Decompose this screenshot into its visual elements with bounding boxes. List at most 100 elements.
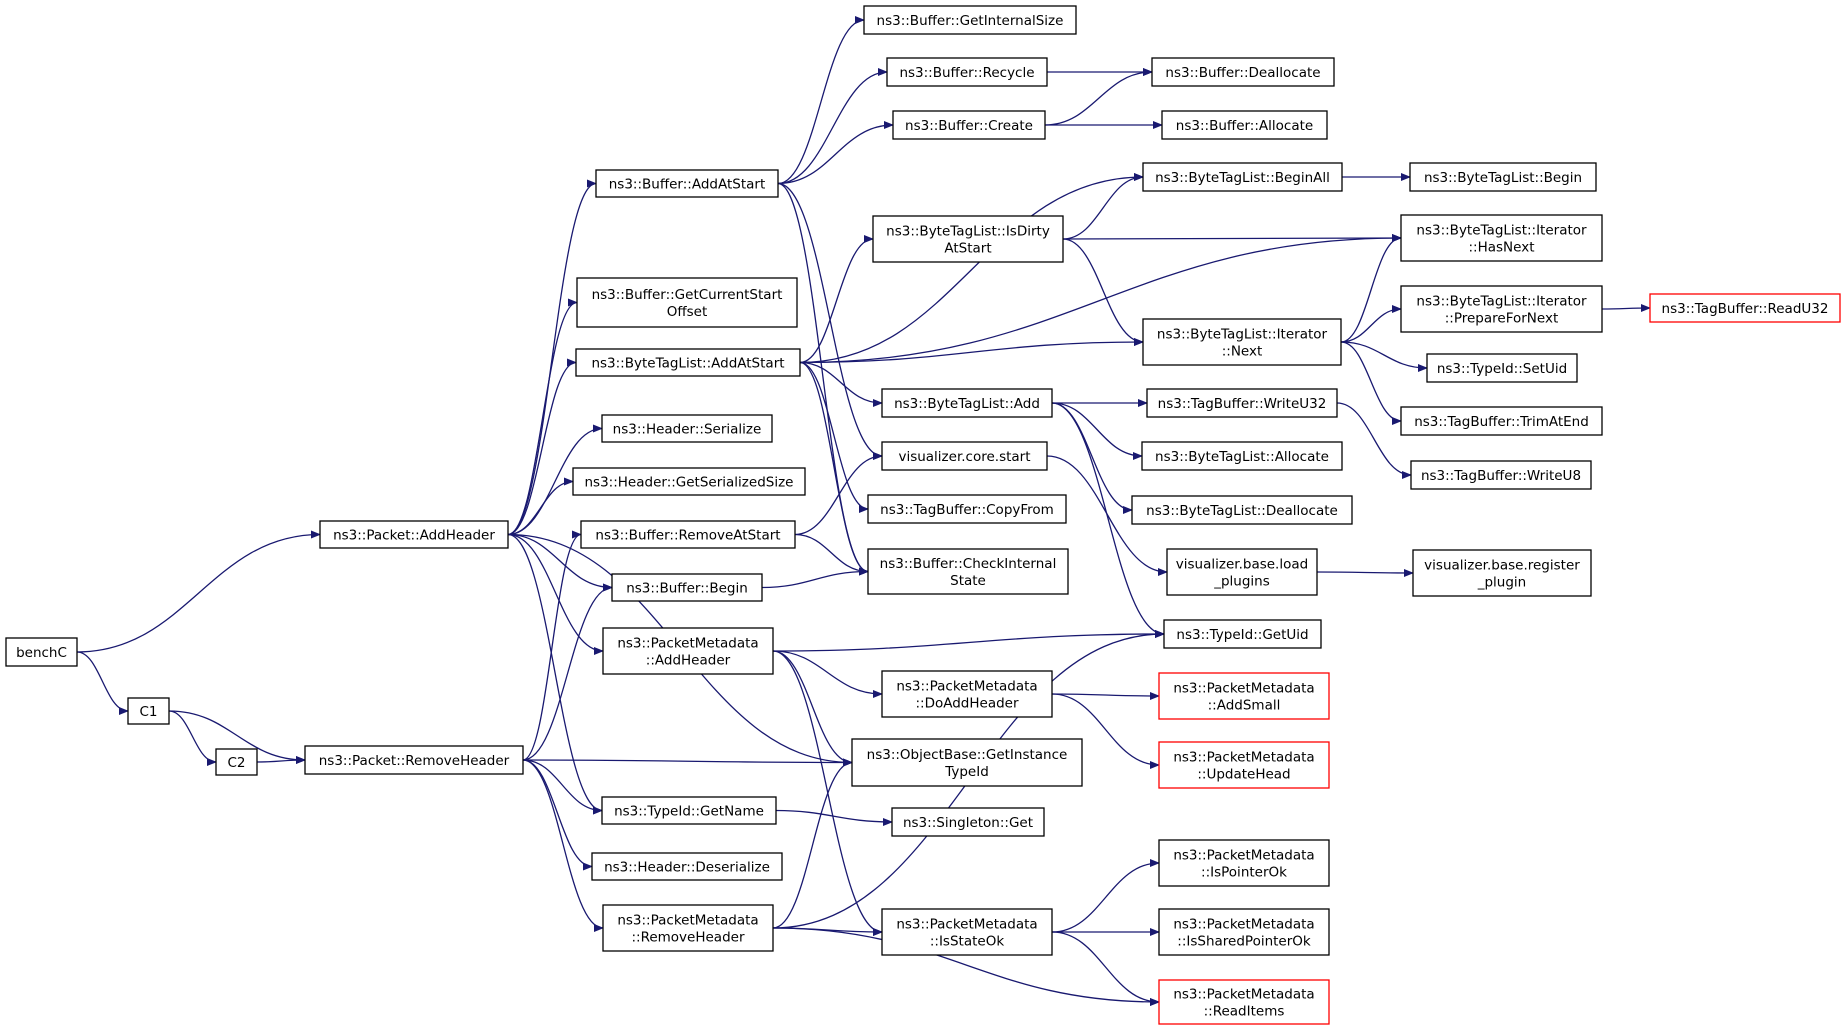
node-label-tagbuffer_copyfrom-0: ns3::TagBuffer::CopyFrom (880, 502, 1054, 518)
node-label-packetmetadata_doaddheader-0: ns3::PacketMetadata (896, 679, 1037, 695)
node-label-bytetaglist_iterator_preparefornext-1: ::PrepareForNext (1445, 311, 1559, 327)
node-label-visualizer_base_load_plugins-1: _plugins (1213, 574, 1270, 590)
edge-c2-to-packet_removeheader (256, 756, 306, 765)
node-bytetaglist_begin[interactable]: ns3::ByteTagList::Begin (1409, 162, 1597, 192)
node-box-visualizer_core_start (881, 441, 1048, 471)
node-buffer_create[interactable]: ns3::Buffer::Create (892, 110, 1046, 140)
edge-packet_addheader-to-buffer_begin (507, 533, 613, 592)
node-bytetaglist_iterator_preparefornext[interactable]: ns3::ByteTagList::Iterator::PrepareForNe… (1400, 285, 1603, 333)
node-label-bytetaglist_addatstart-0: ns3::ByteTagList::AddAtStart (591, 356, 784, 372)
node-box-tagbuffer_writeu32 (1146, 388, 1338, 418)
node-label-buffer_getinternalsize-0: ns3::Buffer::GetInternalSize (877, 13, 1064, 29)
edge-packet_addheader-to-packetmetadata_addheader (507, 533, 604, 655)
node-buffer_allocate[interactable]: ns3::Buffer::Allocate (1161, 110, 1328, 140)
node-box-tagbuffer_writeu8 (1410, 460, 1592, 490)
edge-bytetaglist_addatstart-to-bytetaglist_iterator_next (799, 338, 1144, 364)
node-bytetaglist_deallocate[interactable]: ns3::ByteTagList::Deallocate (1131, 495, 1353, 525)
node-bytetaglist_allocate[interactable]: ns3::ByteTagList::Allocate (1141, 441, 1343, 471)
edge-packetmetadata_doaddheader-to-packetmetadata_addsmall (1051, 691, 1160, 700)
node-bytetaglist_iterator_hasnext[interactable]: ns3::ByteTagList::Iterator::HasNext (1400, 214, 1603, 262)
node-bytetaglist_iterator_next[interactable]: ns3::ByteTagList::Iterator::Next (1142, 318, 1342, 366)
node-label-packetmetadata_isstateok-0: ns3::PacketMetadata (896, 917, 1037, 933)
node-header_getserializedsize[interactable]: ns3::Header::GetSerializedSize (572, 467, 806, 496)
node-typeid_getuid[interactable]: ns3::TypeId::GetUid (1163, 619, 1322, 649)
node-label-header_serialize-0: ns3::Header::Serialize (613, 422, 762, 438)
edge-c1-to-c2 (168, 710, 217, 766)
edge-benchC-to-c1 (76, 651, 129, 715)
node-packetmetadata_addsmall[interactable]: ns3::PacketMetadata::AddSmall (1158, 672, 1330, 720)
node-label-bytetaglist_begin-0: ns3::ByteTagList::Begin (1424, 170, 1582, 186)
node-buffer_addatstart[interactable]: ns3::Buffer::AddAtStart (595, 169, 779, 198)
node-header_deserialize[interactable]: ns3::Header::Deserialize (591, 852, 783, 881)
node-packetmetadata_addheader[interactable]: ns3::PacketMetadata::AddHeader (602, 627, 774, 675)
node-tagbuffer_readu32[interactable]: ns3::TagBuffer::ReadU32 (1649, 293, 1841, 323)
node-box-singleton_get (891, 807, 1045, 837)
node-label-packetmetadata_removeheader-1: ::RemoveHeader (631, 930, 744, 946)
node-label-packetmetadata_ispointerok-0: ns3::PacketMetadata (1173, 848, 1314, 864)
node-buffer_getinternalsize[interactable]: ns3::Buffer::GetInternalSize (863, 5, 1077, 35)
edge-packet_addheader-to-buffer_getcurrentstartoffset (507, 298, 578, 536)
node-label-buffer_allocate-0: ns3::Buffer::Allocate (1176, 118, 1313, 134)
edge-bytetaglist_isdirtyatstart-to-bytetaglist_iterator_hasnext (1062, 234, 1402, 243)
node-visualizer_base_load_plugins[interactable]: visualizer.base.load_plugins (1166, 548, 1318, 596)
edge-packet_addheader-to-header_getserializedsize (507, 477, 574, 536)
edge-visualizer_core_start-to-visualizer_base_load_plugins (1046, 455, 1168, 576)
edge-bytetaglist_addatstart-to-bytetaglist_isdirtyatstart (799, 235, 874, 364)
edge-packet_addheader-to-typeid_getname (507, 533, 603, 815)
node-packetmetadata_doaddheader[interactable]: ns3::PacketMetadata::DoAddHeader (881, 670, 1053, 718)
node-label-visualizer_base_register_plugin-0: visualizer.base.register (1424, 558, 1580, 574)
node-packetmetadata_removeheader[interactable]: ns3::PacketMetadata::RemoveHeader (602, 904, 774, 952)
edge-packet_removeheader-to-typeid_getname (522, 759, 603, 815)
node-packetmetadata_issharedpointerok[interactable]: ns3::PacketMetadata::IsSharedPointerOk (1158, 908, 1330, 956)
node-label-bytetaglist_isdirtyatstart-1: AtStart (944, 241, 991, 257)
node-packet_addheader[interactable]: ns3::Packet::AddHeader (319, 520, 509, 549)
node-buffer_deallocate[interactable]: ns3::Buffer::Deallocate (1151, 57, 1335, 87)
node-singleton_get[interactable]: ns3::Singleton::Get (891, 807, 1045, 837)
node-bytetaglist_beginall[interactable]: ns3::ByteTagList::BeginAll (1142, 162, 1343, 192)
node-c2[interactable]: C2 (215, 748, 258, 776)
node-tagbuffer_writeu32[interactable]: ns3::TagBuffer::WriteU32 (1146, 388, 1338, 418)
node-label-packetmetadata_addheader-1: ::AddHeader (646, 653, 731, 669)
node-label-bytetaglist_beginall-0: ns3::ByteTagList::BeginAll (1155, 170, 1330, 186)
node-visualizer_core_start[interactable]: visualizer.core.start (881, 441, 1048, 471)
node-tagbuffer_copyfrom[interactable]: ns3::TagBuffer::CopyFrom (867, 494, 1067, 524)
node-label-visualizer_base_load_plugins-0: visualizer.base.load (1176, 557, 1308, 573)
edge-bytetaglist_add-to-typeid_getuid (1051, 402, 1165, 638)
node-benchC[interactable]: benchC (5, 637, 78, 667)
node-buffer_removeatstart[interactable]: ns3::Buffer::RemoveAtStart (580, 520, 796, 549)
edge-buffer_addatstart-to-buffer_create (777, 121, 894, 185)
node-buffer_begin[interactable]: ns3::Buffer::Begin (611, 573, 763, 602)
node-label-packetmetadata_doaddheader-1: ::DoAddHeader (915, 696, 1018, 712)
node-packetmetadata_isstateok[interactable]: ns3::PacketMetadata::IsStateOk (881, 908, 1053, 956)
node-packetmetadata_updatehead[interactable]: ns3::PacketMetadata::UpdateHead (1158, 741, 1330, 789)
node-header_serialize[interactable]: ns3::Header::Serialize (601, 414, 773, 443)
node-packet_removeheader[interactable]: ns3::Packet::RemoveHeader (304, 745, 524, 775)
node-bytetaglist_add[interactable]: ns3::ByteTagList::Add (881, 388, 1053, 418)
edge-packetmetadata_isstateok-to-packetmetadata_ispointerok (1051, 859, 1160, 933)
node-box-packetmetadata_removeheader (602, 904, 774, 952)
node-tagbuffer_trimatend[interactable]: ns3::TagBuffer::TrimAtEnd (1400, 406, 1603, 436)
node-packetmetadata_readitems[interactable]: ns3::PacketMetadata::ReadItems (1158, 979, 1330, 1025)
node-typeid_setuid[interactable]: ns3::TypeId::SetUid (1426, 353, 1578, 383)
edge-bytetaglist_iterator_preparefornext-to-tagbuffer_readu32 (1601, 304, 1651, 313)
node-box-packetmetadata_issharedpointerok (1158, 908, 1330, 956)
node-visualizer_base_register_plugin[interactable]: visualizer.base.register_plugin (1412, 549, 1592, 597)
node-label-c1-0: C1 (139, 704, 157, 720)
node-box-objectbase_getinstancetypeid (851, 738, 1083, 787)
node-box-packetmetadata_addheader (602, 627, 774, 675)
node-typeid_getname[interactable]: ns3::TypeId::GetName (601, 796, 777, 825)
node-box-packetmetadata_isstateok (881, 908, 1053, 956)
node-bytetaglist_addatstart[interactable]: ns3::ByteTagList::AddAtStart (575, 348, 801, 377)
node-tagbuffer_writeu8[interactable]: ns3::TagBuffer::WriteU8 (1410, 460, 1592, 490)
edge-bytetaglist_addatstart-to-bytetaglist_beginall (799, 173, 1144, 364)
node-buffer_recycle[interactable]: ns3::Buffer::Recycle (886, 57, 1048, 87)
node-packetmetadata_ispointerok[interactable]: ns3::PacketMetadata::IsPointerOk (1158, 839, 1330, 887)
edge-bytetaglist_iterator_next-to-tagbuffer_trimatend (1340, 341, 1402, 425)
node-box-benchC (5, 637, 78, 667)
node-c1[interactable]: C1 (127, 697, 170, 725)
